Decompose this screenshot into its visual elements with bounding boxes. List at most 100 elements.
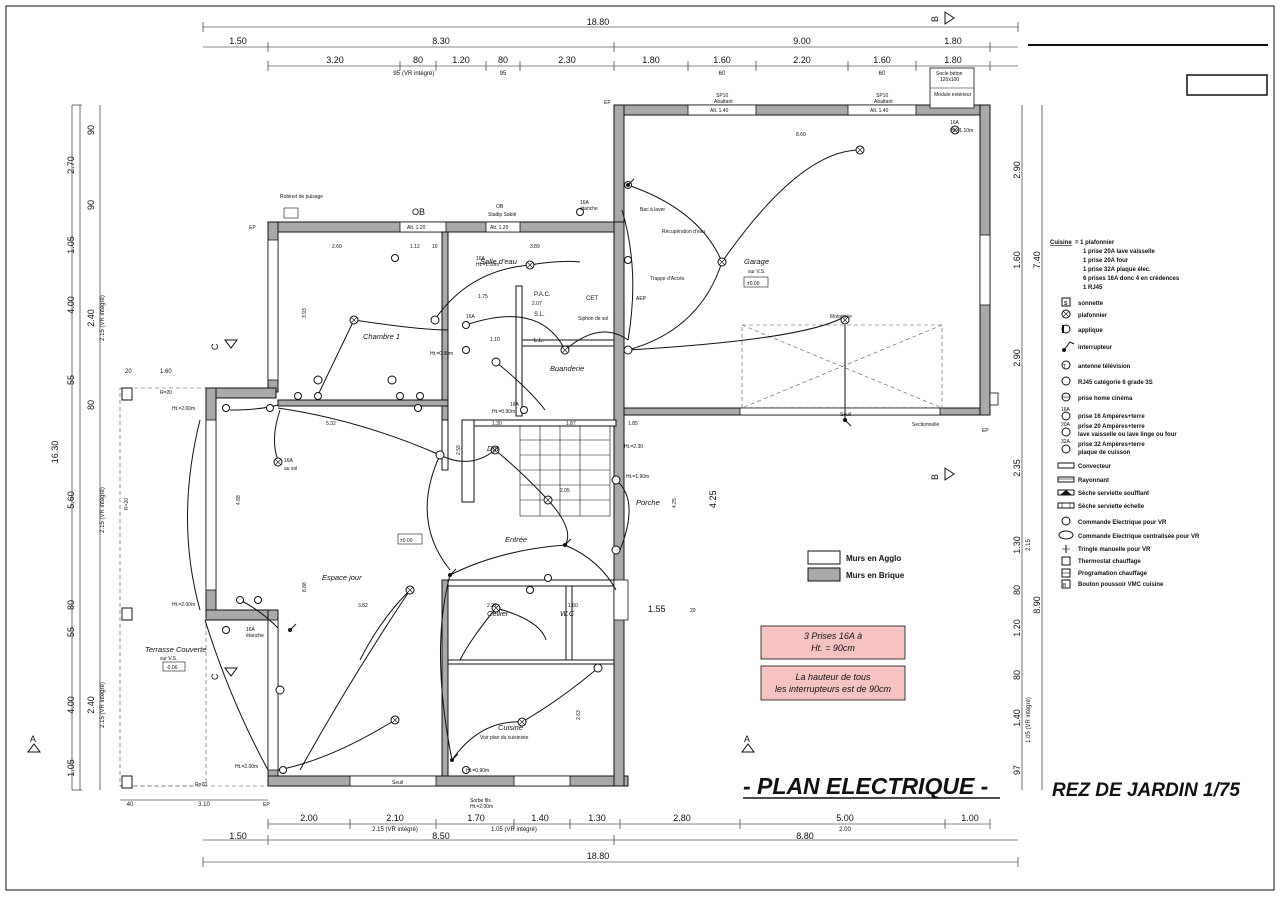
ann-16a-dgt: 16A <box>510 402 520 408</box>
antenne-icon: T <box>1061 360 1071 370</box>
applique-icon <box>593 663 603 673</box>
legend-seche-soufflant: Sèche serviette soufflant <box>1078 491 1149 497</box>
legend-thermostat: Thermostat chauffage <box>1078 559 1141 565</box>
room-cuisine: Cuisine <box>498 723 523 732</box>
ann-160-terr: 1.60 <box>160 369 172 375</box>
ann-205: 2.05 <box>560 488 570 494</box>
dim-right-7: 97 <box>1012 765 1022 775</box>
ann-alt-140-2: Alt. 1.40 <box>870 108 889 114</box>
legend-interrupteur: interrupteur <box>1078 345 1113 351</box>
section-markers: A A B B C C <box>27 11 955 753</box>
legend-agglo-swatch <box>807 550 841 565</box>
ann-socle-dim: 120x100 <box>940 77 959 83</box>
svg-text:B: B <box>1063 583 1067 589</box>
panel-title-box <box>1186 74 1268 96</box>
prise16-icon <box>254 596 262 604</box>
ann-ep-2: EP <box>604 100 611 106</box>
prise16-icon <box>526 586 534 594</box>
dim-left-4: 5.60 <box>66 491 76 509</box>
legend-vmc: Bouton poussoir VMC cuisine <box>1078 582 1164 588</box>
ann-ep-3: EP <box>982 428 989 434</box>
plan-subtitle: REZ DE JARDIN 1/75 <box>1052 780 1240 801</box>
ann-seuil-garage: Seuil <box>840 412 851 418</box>
ann-module-ext: Module extérieur <box>934 92 972 98</box>
legend-commande-vr: Commande Electrique pour VR <box>1078 520 1167 526</box>
prise16-icon <box>544 574 552 582</box>
seche-soufflant-icon <box>1057 489 1075 496</box>
dim-top-r3-1: 95 <box>500 71 507 77</box>
plan-title: - PLAN ELECTRIQUE - <box>743 773 988 799</box>
section-b-top-label: B <box>930 16 940 22</box>
ann-bac-laver: Bac à laver <box>640 207 665 213</box>
thermostat-icon <box>1061 556 1071 566</box>
dim-left-in-2: 2.40 <box>86 309 96 327</box>
prise32-icon: 32A <box>1061 439 1071 454</box>
note-hauteur-line2: les interrupteurs est de 90cm <box>775 684 892 694</box>
left-dimensions: 16.30 2.70 1.05 4.00 55 5.60 80 55 4.00 … <box>50 104 106 791</box>
dim-left-5: 80 <box>66 600 76 610</box>
section-b-top: B <box>930 11 955 25</box>
prise16-icon <box>462 346 470 354</box>
note-boxes: 3 Prises 16A à Ht. = 90cm La hauteur de … <box>760 625 906 701</box>
ann-aep: AEP <box>636 296 647 302</box>
electrical-symbols <box>222 125 960 774</box>
plafonnier-icon <box>1061 309 1071 319</box>
room-cuisine-note: Voir plan du cuisiniste <box>480 735 529 741</box>
legend-antenne: antenne télévision <box>1078 364 1131 370</box>
ann-263: 2.63 <box>576 710 582 720</box>
ann-488: 4.88 <box>236 495 242 505</box>
section-a-left-label: A <box>30 734 36 744</box>
dim-top-r2-4: 2.30 <box>558 55 576 65</box>
plafonnier-icon <box>840 315 850 325</box>
room-entree: Entrée <box>505 535 527 544</box>
room-terrasse-note: sur V.S. <box>160 656 177 662</box>
bottom-dimensions: 2.00 2.10 1.70 1.40 1.30 2.80 5.00 1.00 … <box>120 799 1019 867</box>
applique-icon <box>611 545 621 555</box>
ann-860: 8.60 <box>796 132 806 138</box>
interrupteur-icon <box>1062 341 1075 352</box>
ann-ht110-garage: Ht.=1.10m <box>950 128 973 134</box>
dim-top-vr: (VR intégré) <box>402 71 434 77</box>
dim-right-in-1: 2.15 <box>1026 539 1032 551</box>
dim-bot-total: 18.80 <box>587 851 610 861</box>
dim-bot-7: 1.00 <box>961 813 979 823</box>
cuisine-spec-line-2: 1 prise 20A four <box>1083 258 1129 264</box>
dim-top-r2-6: 1.60 <box>713 55 731 65</box>
legend-rj45: RJ45 catégorie 6 grade 3S <box>1078 380 1153 386</box>
plafonnier-icon <box>405 585 415 595</box>
room-garage-note: sur V.S. <box>748 269 765 275</box>
dim-left-in-6: 2.40 <box>86 696 96 714</box>
legend-prise32-l1: prise 32 Ampères+terre <box>1078 442 1145 448</box>
section-a-left: A <box>27 734 41 753</box>
dim-bot-1: 2.10 <box>386 813 404 823</box>
ann-sectionnelle: Sectionnelle <box>912 422 939 428</box>
ann-16a-sde: 16A <box>476 256 486 262</box>
dim-top-2: 8.30 <box>432 36 450 46</box>
prise16-icon <box>414 404 422 412</box>
section-c-top-label: C <box>210 343 220 350</box>
section-c-bottom: C <box>210 667 238 680</box>
legend-applique: applique <box>1078 328 1103 334</box>
cuisine-spec-line-4: 6 prises 16A donc 4 en crédences <box>1083 276 1180 282</box>
applique-icon <box>275 685 285 695</box>
ann-ht200-1: Ht.=2.00m <box>172 406 195 412</box>
dim-top-3: 9.00 <box>793 36 811 46</box>
dim-bot-5: 2.80 <box>673 813 691 823</box>
programmation-icon <box>1061 568 1071 578</box>
seche-echelle-icon <box>1057 502 1075 509</box>
prise16-icon <box>624 256 632 264</box>
dim-left-in-0: 90 <box>86 125 96 135</box>
ann-175: 1.75 <box>478 294 488 300</box>
ann-155: 1.55 <box>648 604 666 614</box>
dim-left-in-3: 2.15 (VR intégré) <box>100 295 106 341</box>
prise16-icon <box>416 392 424 400</box>
room-porche: Porche <box>636 498 660 507</box>
dim-top-r2-7: 2.20 <box>793 55 811 65</box>
plafonnier-icon <box>560 345 570 355</box>
building-walls <box>205 67 999 787</box>
dim-top-r3-3: 60 <box>879 71 886 77</box>
ann-16a-1: 16A <box>580 200 590 206</box>
svg-text:S: S <box>1064 301 1068 307</box>
note-hauteur-line1: La hauteur de tous <box>795 672 871 682</box>
prise16-icon <box>222 404 230 412</box>
